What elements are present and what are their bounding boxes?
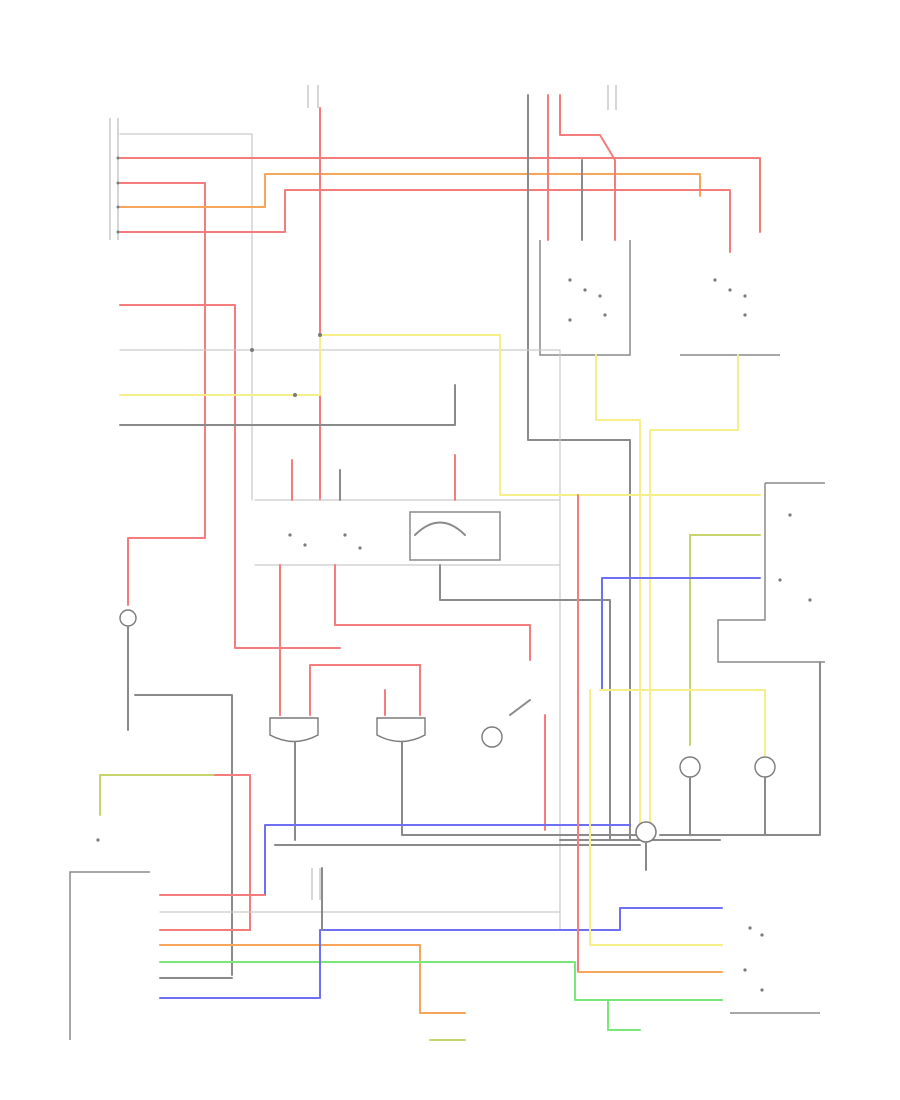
right-headlight [376,689,641,836]
left-headlight-switch-box [539,240,641,841]
fog-light-relay-box [601,482,825,836]
ground-splice-hub [264,821,721,896]
high-beam-indicator [481,699,546,831]
right-fog-light [754,756,776,836]
hot-at-all-times-fuse-top-center [307,85,321,501]
bottom-center-fuse [311,867,323,931]
left-lamp-circuit [119,537,233,976]
hot-at-all-times-fuse-top-right [527,85,631,841]
bottom-right-relay-box [577,494,820,1031]
left-headlight [269,664,421,841]
bottom-left-control-module [69,774,723,1041]
right-headlight-switch-box [649,278,780,841]
ignition-switch-top-left [109,118,761,539]
switch-middle-left [119,304,761,931]
left-fog-light [599,689,766,836]
headlight-switch-panel [254,454,611,841]
